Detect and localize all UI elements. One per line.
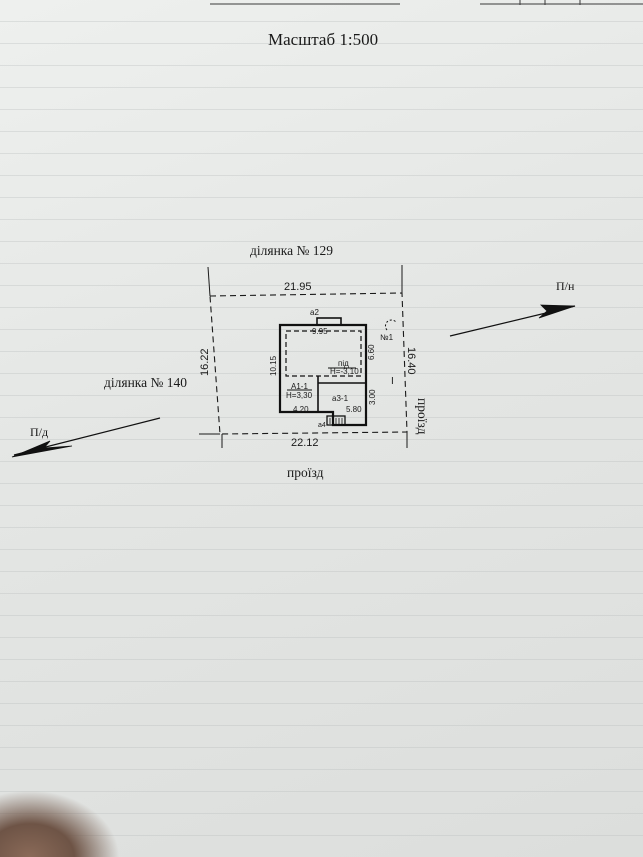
label-outline-top: 9.95 bbox=[312, 327, 328, 336]
corner-marker-arc bbox=[385, 319, 397, 331]
label-block-height: H=3,30 bbox=[286, 391, 313, 400]
label-section-marker: I bbox=[391, 376, 394, 387]
dim-left: 16.22 bbox=[199, 348, 211, 376]
label-corner-marker: №1 bbox=[380, 333, 394, 342]
scale-title: Масштаб 1:500 bbox=[268, 30, 379, 49]
label-basement: під bbox=[338, 359, 349, 368]
label-annex: а3-1 bbox=[332, 394, 349, 403]
dim-top: 21.95 bbox=[284, 281, 312, 293]
neighbor-plot-north: ділянка № 129 bbox=[250, 243, 334, 258]
porch-bottom bbox=[326, 415, 346, 426]
arrow-end-line bbox=[449, 304, 576, 337]
dim-bottom: 22.12 bbox=[291, 437, 319, 449]
label-outline-left: 10.15 bbox=[269, 355, 278, 376]
building-interior-outline bbox=[285, 330, 362, 377]
line-start-label: П/д bbox=[30, 425, 49, 439]
label-wing-right: 3.00 bbox=[368, 389, 377, 405]
label-porch-top: а2 bbox=[310, 308, 319, 317]
neighbor-plot-west: ділянка № 140 bbox=[104, 375, 188, 390]
label-block-main: А1-1 bbox=[291, 382, 308, 391]
annex-partition bbox=[317, 376, 366, 412]
label-porch-bottom: а4 bbox=[318, 422, 326, 429]
header-form-lines bbox=[210, 0, 643, 5]
label-outline-right: 6.60 bbox=[367, 344, 376, 360]
label-basement-height: H=-3,10 bbox=[330, 367, 359, 376]
porch-top bbox=[316, 317, 342, 326]
label-bottom-left: 4.20 bbox=[293, 405, 309, 414]
label-bottom-right: 5.80 bbox=[346, 405, 362, 414]
extension-lines bbox=[199, 265, 408, 448]
road-label-south: проїзд bbox=[287, 465, 324, 480]
finger-shadow bbox=[0, 790, 120, 857]
porch-stairs bbox=[329, 418, 343, 424]
line-end-label: П/н bbox=[556, 279, 575, 293]
dim-right: 16.40 bbox=[405, 347, 417, 375]
arrow-start-line bbox=[11, 417, 161, 458]
